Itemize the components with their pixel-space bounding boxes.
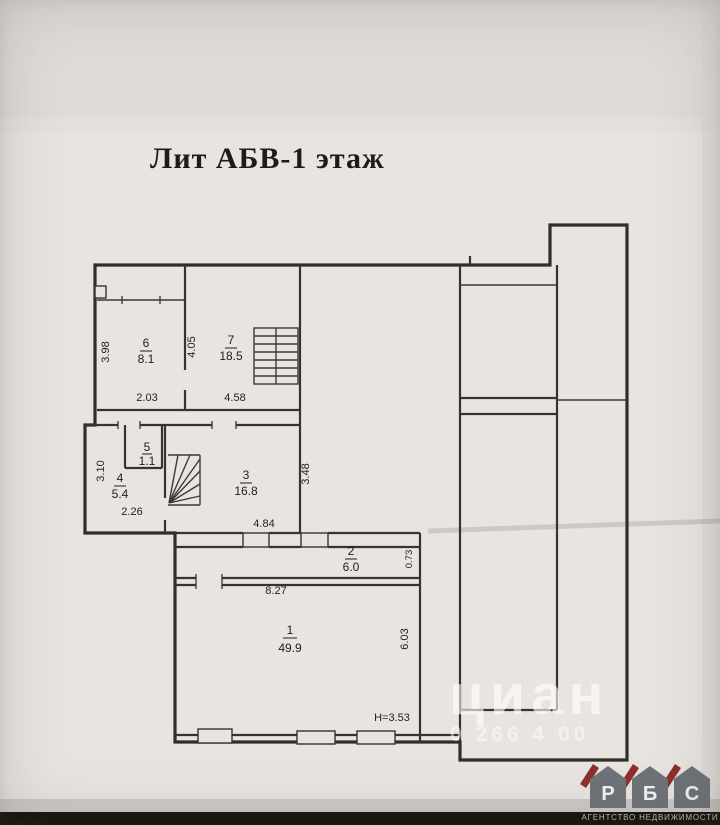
paper-shade-top-fade — [0, 118, 720, 132]
paper-crease — [427, 518, 720, 534]
dim-2-26: 2.26 — [121, 506, 142, 518]
dim-6-03: 6.03 — [399, 628, 411, 649]
right-wing-walls — [458, 265, 627, 742]
room-5-area: 1.1 — [139, 454, 156, 468]
window-openings — [197, 728, 396, 745]
room-6-number: 6 — [143, 336, 150, 350]
dim-8-27: 8.27 — [265, 585, 286, 597]
dim-3-98: 3.98 — [100, 341, 112, 362]
room-2-number: 2 — [348, 544, 355, 558]
room-1-number: 1 — [287, 623, 294, 637]
door-opening-left — [242, 532, 270, 548]
logo-house-3 — [674, 766, 710, 808]
logo-house-2 — [632, 766, 668, 808]
watermark-brand: циан — [449, 663, 609, 727]
room-7-area: 18.5 — [219, 349, 243, 363]
stairs-room3-symbol — [168, 454, 201, 506]
dim-4-84: 4.84 — [253, 518, 274, 530]
logo-subtitle: АГЕНТСТВО НЕДВИЖИМОСТИ — [582, 813, 719, 822]
dim-height-note: Н=3.53 — [374, 712, 410, 724]
bottom-opening-3 — [356, 730, 396, 745]
logo-letter-b: Б — [643, 783, 657, 805]
interior-walls — [85, 265, 460, 742]
stairs-room7-symbol — [253, 327, 299, 385]
room-4-number: 4 — [117, 471, 124, 485]
bottom-shadow — [0, 799, 720, 812]
watermark: циан 0 266 4 00 — [449, 663, 609, 746]
room-4-area: 5.4 — [112, 487, 129, 501]
watermark-phone: 0 266 4 00 — [450, 723, 589, 746]
room-6-area: 8.1 — [138, 352, 155, 366]
bottom-black-strip — [0, 812, 720, 825]
room-7-number: 7 — [228, 333, 235, 347]
room-1-area: 49.9 — [278, 641, 302, 655]
plan-title: Лит АБВ-1 этаж — [150, 142, 385, 175]
room-5-number: 5 — [144, 440, 151, 454]
dimension-labels: 3.98 4.05 2.03 4.58 3.10 2.26 3.48 4.84 … — [95, 336, 415, 724]
room-labels: 6 8.1 7 18.5 5 1.1 4 5.4 3 16.8 2 6.0 1 … — [112, 333, 360, 655]
bottom-opening-2 — [296, 730, 336, 745]
wall-pier — [94, 285, 107, 299]
bottom-opening-1 — [197, 728, 233, 744]
dim-4-58: 4.58 — [224, 392, 245, 404]
dim-0-73: 0.73 — [404, 550, 415, 569]
logo-red-accent-1 — [580, 764, 599, 788]
dim-4-05: 4.05 — [186, 336, 198, 357]
paper-shade-top — [0, 0, 720, 118]
door-opening-right — [300, 532, 329, 548]
room-2-area: 6.0 — [343, 560, 360, 574]
paper-shade-right — [702, 0, 720, 825]
room-3-area: 16.8 — [234, 484, 258, 498]
logo-house-1 — [590, 766, 626, 808]
scan-bottom-edge — [0, 799, 720, 825]
dim-3-48: 3.48 — [300, 463, 312, 484]
logo-letter-s: С — [685, 783, 699, 805]
room-3-number: 3 — [243, 468, 250, 482]
dim-2-03: 2.03 — [136, 392, 157, 404]
rbs-logo: Р Б С АГЕНТСТВО НЕДВИЖИМОСТИ — [580, 764, 718, 822]
logo-letter-r: Р — [601, 783, 614, 805]
dim-3-10: 3.10 — [95, 460, 107, 481]
door-openings — [242, 532, 329, 548]
